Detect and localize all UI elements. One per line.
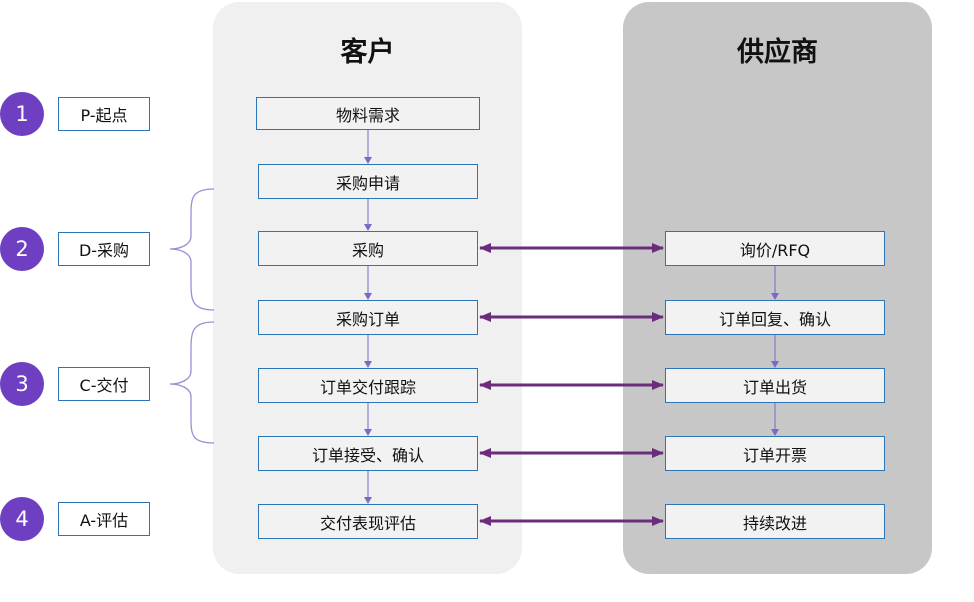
supplier-step-rfq: 询价/RFQ bbox=[665, 231, 885, 266]
phase-1-number: 1 bbox=[0, 92, 44, 136]
supplier-lane-title: 供应商 bbox=[737, 37, 818, 68]
phase-4-number: 4 bbox=[0, 497, 44, 541]
customer-step-delivery-tracking: 订单交付跟踪 bbox=[258, 368, 478, 403]
customer-step-purchase-order: 采购订单 bbox=[258, 300, 478, 335]
phase-1-label: P-起点 bbox=[58, 97, 150, 131]
supplier-step-order-confirmation: 订单回复、确认 bbox=[665, 300, 885, 335]
phase-2-label: D-采购 bbox=[58, 232, 150, 266]
phase-2-brace bbox=[169, 188, 215, 311]
customer-step-material-demand: 物料需求 bbox=[256, 97, 480, 130]
customer-step-purchase-request: 采购申请 bbox=[258, 164, 478, 199]
supplier-lane bbox=[623, 2, 932, 574]
customer-lane bbox=[213, 2, 522, 574]
customer-step-purchasing: 采购 bbox=[258, 231, 478, 266]
phase-2-number: 2 bbox=[0, 227, 44, 271]
phase-4-label: A-评估 bbox=[58, 502, 150, 536]
phase-3-number: 3 bbox=[0, 362, 44, 406]
customer-step-order-acceptance: 订单接受、确认 bbox=[258, 436, 478, 471]
phase-3-label: C-交付 bbox=[58, 367, 150, 401]
supplier-step-continuous-improvement: 持续改进 bbox=[665, 504, 885, 539]
supplier-step-shipment: 订单出货 bbox=[665, 368, 885, 403]
customer-lane-title: 客户 bbox=[340, 37, 395, 68]
customer-step-delivery-evaluation: 交付表现评估 bbox=[258, 504, 478, 539]
phase-3-brace bbox=[169, 321, 215, 444]
supplier-step-invoicing: 订单开票 bbox=[665, 436, 885, 471]
